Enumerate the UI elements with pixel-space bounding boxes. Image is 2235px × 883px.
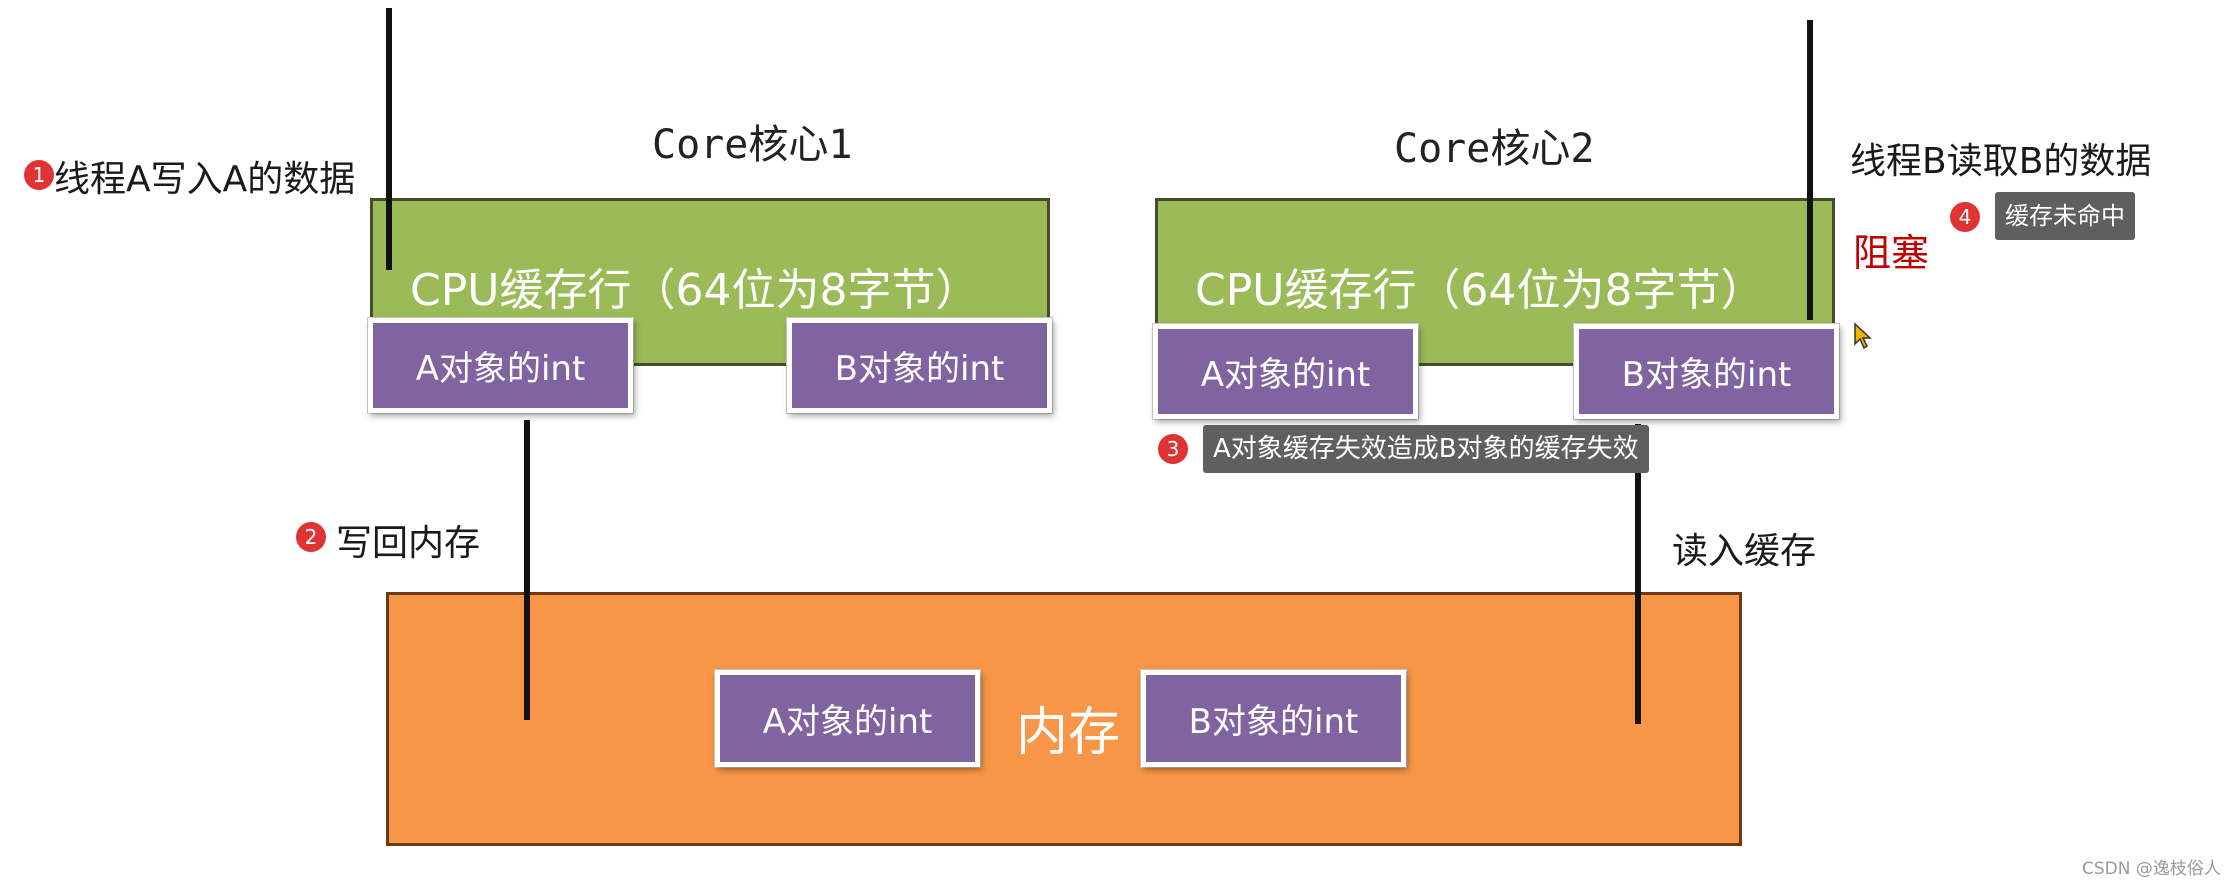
core1-b-int: B对象的int [787, 318, 1052, 413]
core1-cache-label: CPU缓存行（64位为8字节） [410, 265, 980, 316]
step4-badge: 4 [1950, 202, 1980, 232]
step3-tooltip: A对象缓存失效造成B对象的缓存失效 [1203, 425, 1649, 473]
step3-badge: 3 [1158, 434, 1188, 464]
memory-b-int: B对象的int [1141, 670, 1406, 767]
core2-title: Core核心2 [1394, 126, 1595, 172]
step1-badge: 1 [24, 160, 54, 190]
watermark: CSDN @逸枝俗人 [2082, 859, 2221, 879]
memory-a-int: A对象的int [715, 670, 980, 767]
step1-label: 线程A写入A的数据 [54, 159, 356, 200]
core2-b-int: B对象的int [1574, 324, 1839, 419]
core1-title: Core核心1 [652, 122, 853, 168]
core2-cache-label: CPU缓存行（64位为8字节） [1195, 265, 1765, 316]
memory-block [386, 592, 1742, 846]
read-in-line [1635, 424, 1641, 724]
step2-label: 写回内存 [336, 523, 481, 564]
thread-b-line [1807, 20, 1813, 320]
thread-a-line [386, 8, 392, 270]
memory-label: 内存 [1016, 703, 1121, 763]
thread-b-label: 线程B读取B的数据 [1850, 141, 2152, 182]
write-back-line [524, 420, 530, 720]
core2-a-int: A对象的int [1153, 324, 1418, 419]
step4-tooltip: 缓存未命中 [1995, 192, 2135, 240]
core1-a-int: A对象的int [368, 318, 633, 413]
blocked-label: 阻塞 [1853, 231, 1930, 275]
read-into-cache-label: 读入缓存 [1672, 531, 1817, 572]
mouse-cursor-icon [1854, 322, 1872, 350]
step2-badge: 2 [296, 522, 326, 552]
